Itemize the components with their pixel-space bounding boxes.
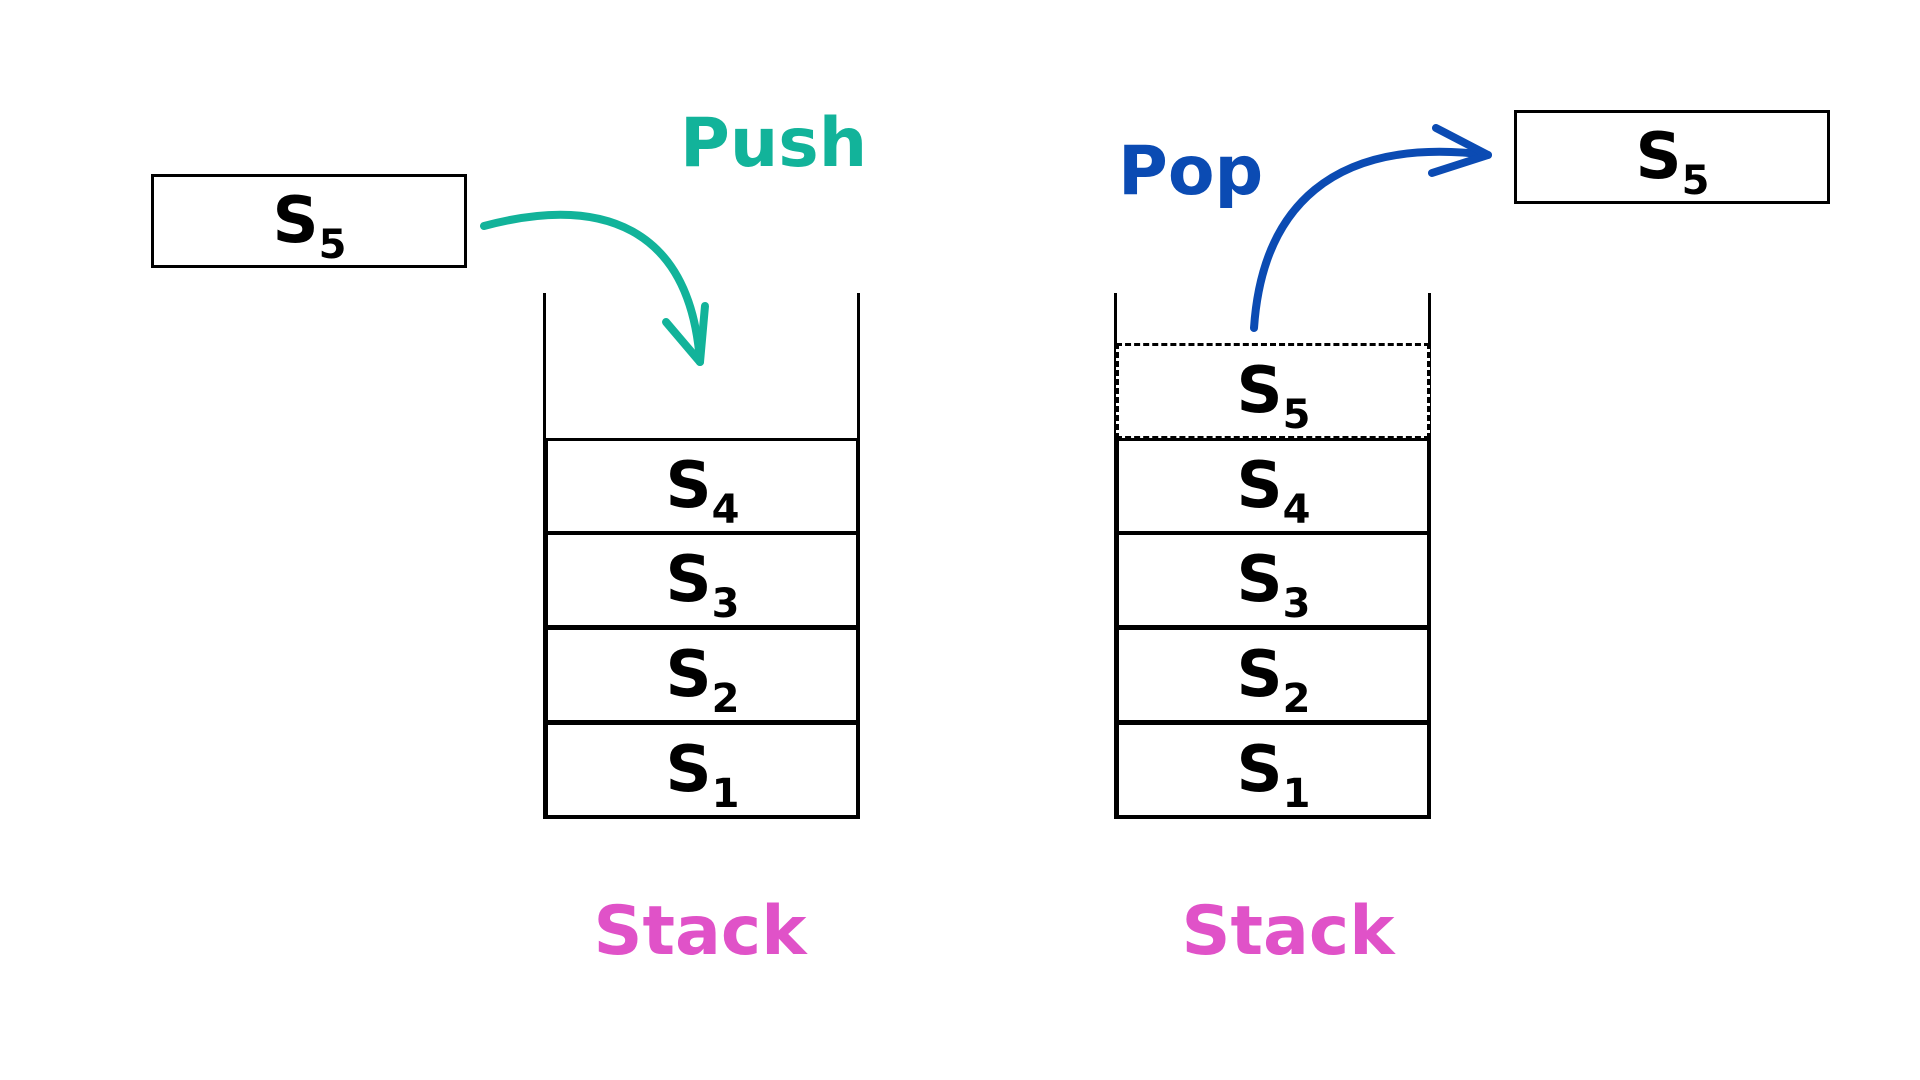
left-stack-item: S1 (545, 722, 859, 818)
right-stack-item-index: 2 (1282, 676, 1311, 722)
right-stack-item-index: 4 (1282, 487, 1311, 533)
outgoing-element-letter: S (1635, 120, 1682, 194)
right-stack-popped-index: 5 (1282, 392, 1311, 438)
right-stack-item-letter: S (1236, 733, 1283, 807)
left-stack-item-index: 4 (711, 487, 740, 533)
right-stack-label: Stack (1181, 892, 1395, 971)
right-stack-item-letter: S (1236, 449, 1283, 523)
right-stack-item-index: 3 (1282, 581, 1311, 627)
incoming-element-letter: S (272, 184, 319, 258)
right-stack-popped-letter: S (1236, 354, 1283, 428)
push-arrow-icon (480, 210, 709, 366)
right-stack-left-wall (1114, 293, 1117, 819)
right-stack-item: S2 (1116, 627, 1430, 723)
outgoing-element-box: S5 (1514, 110, 1830, 204)
outgoing-element-label: S5 (1636, 125, 1710, 201)
incoming-element-box: S5 (151, 174, 467, 268)
pop-title: Pop (1118, 132, 1264, 211)
incoming-element-label: S5 (273, 189, 347, 265)
left-stack-item-letter: S (665, 543, 712, 617)
right-stack-item-index: 1 (1282, 771, 1311, 817)
left-stack-item-letter: S (665, 733, 712, 807)
push-title: Push (680, 104, 868, 183)
right-stack-item: S3 (1116, 532, 1430, 628)
left-stack-item: S3 (545, 532, 859, 628)
left-stack-item: S2 (545, 627, 859, 723)
left-stack-item: S4 (545, 438, 859, 534)
left-stack-item-letter: S (665, 638, 712, 712)
outgoing-element-index: 5 (1681, 158, 1710, 204)
left-stack-item-index: 3 (711, 581, 740, 627)
left-stack-label: Stack (593, 892, 807, 971)
right-stack-item-letter: S (1236, 543, 1283, 617)
pop-arrow-icon (1250, 124, 1492, 332)
left-stack-item-letter: S (665, 449, 712, 523)
left-stack-item-index: 2 (711, 676, 740, 722)
left-stack-left-wall (543, 293, 546, 819)
right-stack-item: S1 (1116, 722, 1430, 818)
left-stack-item-index: 1 (711, 771, 740, 817)
right-stack-item-letter: S (1236, 638, 1283, 712)
right-stack-popped-item: S5 (1116, 343, 1430, 439)
incoming-element-index: 5 (318, 222, 347, 268)
